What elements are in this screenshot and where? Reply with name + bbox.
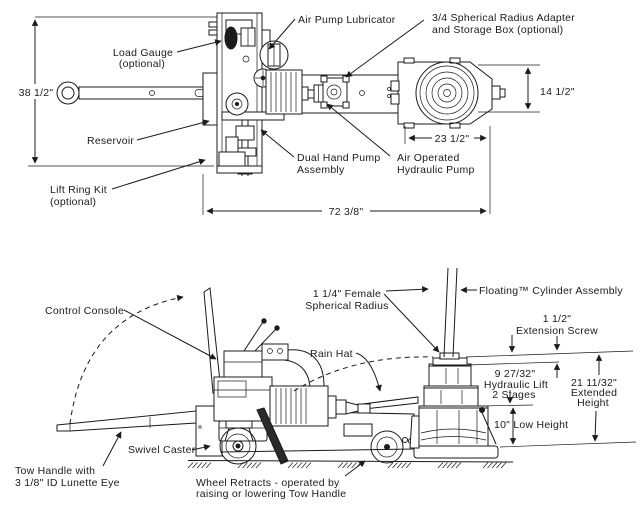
label-lift-ring-kit-1: Lift Ring Kit: [50, 184, 107, 196]
label-rain-hat: Rain Hat: [310, 348, 353, 360]
hydraulic-cylinder-stack: [409, 352, 499, 459]
label-spherical-adapter-1: 3/4 Spherical Radius Adapter: [432, 12, 575, 24]
dim-extension-screw-2: Extension Screw: [516, 325, 598, 337]
dim-low-height: 10" Low Height: [494, 419, 568, 431]
hose-dashed-arc: [293, 356, 434, 392]
control-console-part: [223, 318, 325, 391]
air-pump-lubricator-part: [259, 40, 289, 70]
top-view-leaders: [111, 18, 425, 190]
dim-hydraulic-lift-3: 2 Stages: [492, 389, 535, 401]
load-gauge-part: [224, 26, 238, 50]
jack-side-view: Control Console 1 1/4" Female Spherical …: [15, 267, 637, 500]
label-air-operated-pump-1: Air Operated: [397, 152, 460, 164]
label-female-spherical-radius-1: 1 1/4" Female: [313, 288, 381, 300]
air-motor-side: [269, 385, 371, 427]
air-motor-part: [265, 69, 324, 115]
label-wheel-retracts-2: raising or lowering Tow Handle: [196, 488, 346, 500]
dim-extended-height-1: 21 11/32": [571, 377, 617, 389]
label-floating-cylinder: Floating™ Cylinder Assembly: [479, 285, 623, 297]
side-view-leaders: [102, 286, 477, 477]
label-load-gauge-1: Load Gauge: [113, 47, 173, 59]
label-tow-handle-1: Tow Handle with: [15, 465, 95, 477]
label-spherical-adapter-2: and Storage Box (optional): [432, 24, 563, 36]
label-air-operated-pump-2: Hydraulic Pump: [397, 164, 475, 176]
handle-swing-arc: [69, 294, 184, 425]
dim-overall-length: 72 3/8": [202, 174, 487, 218]
extension-screw-part: [439, 352, 460, 360]
label-control-console: Control Console: [45, 305, 124, 317]
dim-extended-height-3: Height: [577, 397, 609, 409]
reservoir-part: [202, 72, 218, 126]
jack-top-view: 38 1/2": [13, 12, 575, 218]
dim-overall-height: 38 1/2": [13, 16, 218, 167]
dim-overall-height-text: 38 1/2": [19, 87, 54, 99]
height-reference-lines: [465, 350, 637, 448]
label-wheel-retracts-1: Wheel Retracts - operated by: [196, 477, 340, 489]
label-load-gauge-2: (optional): [119, 58, 165, 70]
storage-box-part: [320, 75, 350, 109]
extended-cylinder-column: [443, 267, 458, 358]
dim-head-width: 14 1/2": [478, 64, 575, 113]
label-dual-hand-pump-2: Assembly: [297, 164, 345, 176]
dim-hydraulic-lift-2: Hydraulic Lift: [484, 379, 548, 391]
tow-bar-top: [56, 81, 213, 105]
swivel-caster-part: [219, 420, 257, 465]
ground-hatching: [187, 462, 507, 469]
dim-hydraulic-lift-1: 9 27/32": [495, 368, 536, 380]
dim-extension-screw-1: 1 1/2": [543, 313, 572, 325]
label-tow-handle-2: 3 1/8" ID Lunette Eye: [15, 477, 120, 489]
label-reservoir: Reservoir: [87, 135, 134, 147]
dim-extended-height-2: Extended: [571, 387, 617, 399]
dim-head-length-text: 23 1/2": [435, 133, 470, 145]
label-air-pump-lubricator: Air Pump Lubricator: [298, 14, 396, 26]
label-swivel-caster: Swivel Caster: [128, 444, 196, 456]
label-lift-ring-kit-2: (optional): [50, 196, 96, 208]
label-female-spherical-radius-2: Spherical Radius: [305, 300, 388, 312]
hand-pump-part: [235, 125, 255, 141]
dim-overall-length-text: 72 3/8": [329, 206, 364, 218]
label-dual-hand-pump-1: Dual Hand Pump: [297, 152, 380, 164]
height-dim-arrows: [506, 335, 603, 445]
ground-line: [187, 460, 514, 469]
tow-handle-lowered: [56, 410, 197, 432]
cylinder-head-top: [390, 57, 506, 129]
dim-head-width-text: 14 1/2": [540, 86, 575, 98]
dim-head-length: 23 1/2": [404, 126, 491, 214]
